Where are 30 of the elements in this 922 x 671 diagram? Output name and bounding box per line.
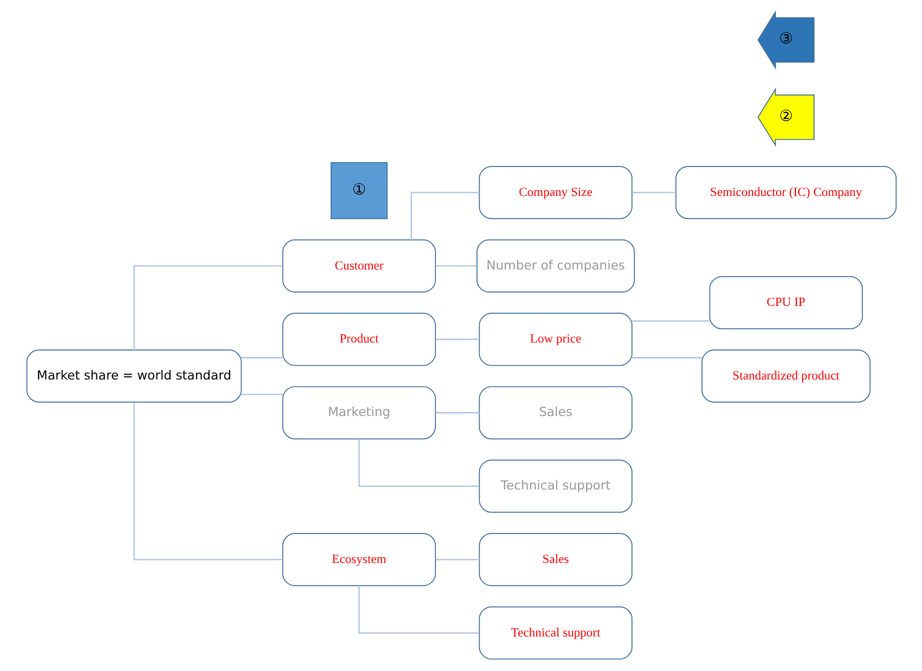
connector <box>632 356 702 358</box>
connector <box>132 265 282 350</box>
node-box: Sales <box>478 386 632 440</box>
connector <box>435 338 479 340</box>
connector <box>435 265 476 267</box>
connector <box>632 320 709 322</box>
node-box: Semiconductor (IC) Company <box>674 166 896 220</box>
node-box: ① <box>330 162 388 220</box>
connector <box>240 394 282 396</box>
node-box: Technical support <box>478 606 632 660</box>
node-box: Company Size <box>478 166 632 220</box>
node-box: Sales <box>478 533 632 586</box>
node-box: Low price <box>478 312 632 366</box>
node-box: Marketing <box>282 386 436 440</box>
node-box: Number of companies <box>476 239 634 293</box>
connector <box>358 438 479 487</box>
node-box: Market share = world standard <box>26 350 242 403</box>
connector <box>132 402 282 560</box>
connector <box>240 356 282 358</box>
node-box: Technical support <box>478 460 632 513</box>
node-box: Ecosystem <box>282 533 436 586</box>
connector <box>632 192 676 194</box>
node-box: Standardized product <box>701 350 870 403</box>
connector <box>435 412 479 414</box>
node-box: Product <box>282 312 436 366</box>
connector <box>358 586 479 634</box>
connector <box>410 192 479 240</box>
node-box: CPU IP <box>708 276 862 330</box>
node-box: Customer <box>282 239 436 293</box>
connector <box>435 558 479 560</box>
